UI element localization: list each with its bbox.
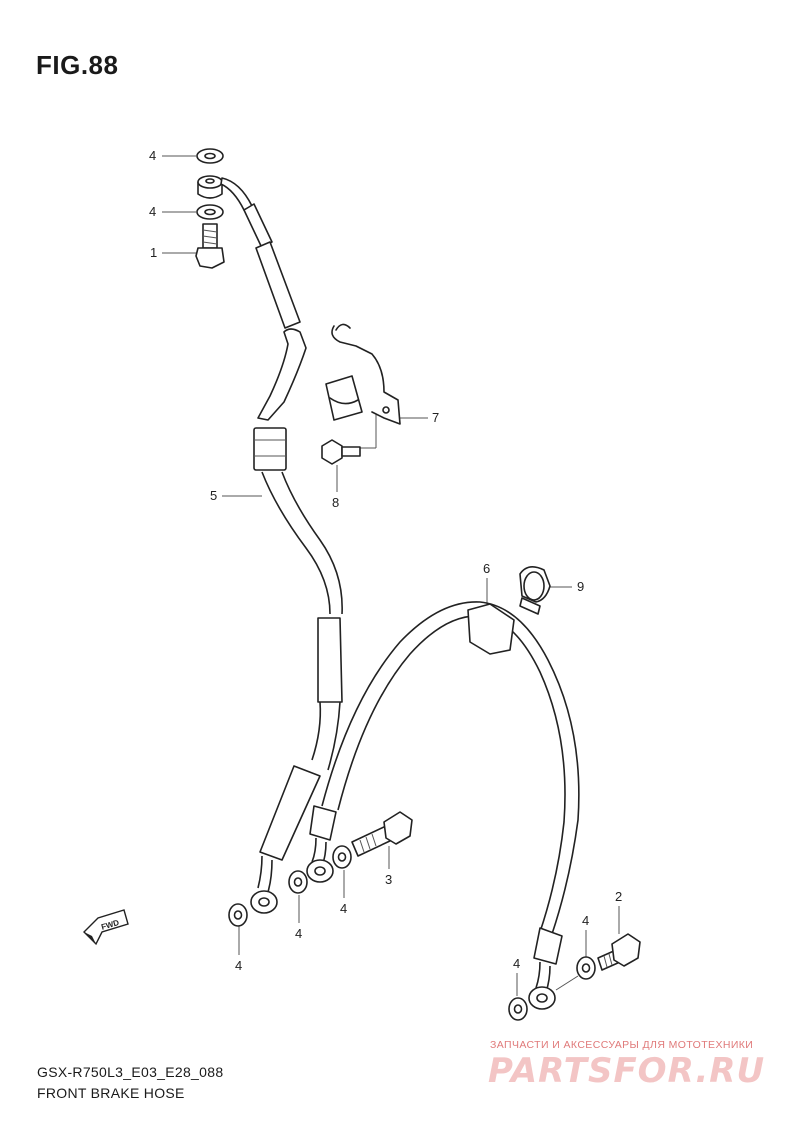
washer-right-a-part[interactable]: [576, 956, 596, 980]
banjo-bolt-right-part[interactable]: [597, 933, 641, 971]
callout-label: 8: [332, 495, 339, 510]
callout-upper-hose[interactable]: 5: [210, 488, 262, 503]
washer-left-a-part[interactable]: [332, 845, 352, 869]
callout-washer-right-a[interactable]: 4: [582, 913, 589, 958]
banjo-fitting-mid[interactable]: [306, 859, 334, 883]
watermark-logo: PARTSFOR.RU: [488, 1051, 766, 1091]
washer-left-c-part[interactable]: [228, 903, 248, 927]
callout-label: 1: [150, 245, 157, 260]
callout-label: 4: [340, 901, 347, 916]
banjo-fitting-right[interactable]: [528, 986, 556, 1010]
callout-label: 4: [513, 956, 520, 971]
callout-label: 4: [235, 958, 242, 973]
fwd-arrow-icon: FWD: [83, 909, 129, 946]
callout-bracket-bolt[interactable]: 8: [332, 465, 339, 510]
watermark-caption: ЗАПЧАСТИ И АКСЕССУАРЫ ДЛЯ МОТОТЕХНИКИ: [490, 1039, 754, 1051]
bracket-bolt-part[interactable]: [321, 439, 361, 465]
callout-banjo-bolt-top[interactable]: 1: [150, 245, 196, 260]
callout-washer-left-b[interactable]: 4: [295, 895, 302, 941]
callout-banjo-bolt-right[interactable]: 2: [615, 889, 622, 934]
union-bolt-left-part[interactable]: [351, 811, 413, 857]
callout-label: 7: [432, 410, 439, 425]
callout-label: 9: [577, 579, 584, 594]
washer-top-part[interactable]: [196, 148, 224, 164]
clamp-part[interactable]: [519, 566, 551, 615]
callout-washer-left-a[interactable]: 4: [340, 870, 347, 916]
callout-washer-mid[interactable]: 4: [149, 204, 196, 219]
callout-clamp[interactable]: 9: [550, 579, 584, 594]
callout-label: 4: [295, 926, 302, 941]
callout-label: 4: [149, 204, 156, 219]
banjo-fitting-left[interactable]: [250, 890, 278, 914]
callout-label: 4: [582, 913, 589, 928]
figure-name: FRONT BRAKE HOSE: [37, 1085, 185, 1101]
callout-bracket[interactable]: 7: [360, 410, 439, 449]
upper-hose-part[interactable]: [243, 203, 343, 893]
callout-label: 3: [385, 872, 392, 887]
callout-washer-right-b[interactable]: 4: [513, 956, 520, 996]
figure-title: FIG.88: [36, 50, 119, 80]
model-code: GSX-R750L3_E03_E28_088: [37, 1064, 224, 1080]
callout-label: 2: [615, 889, 622, 904]
washer-right-b-part[interactable]: [508, 997, 528, 1021]
callout-label: 6: [483, 561, 490, 576]
callout-union-bolt-left[interactable]: 3: [385, 846, 392, 887]
washer-left-b-part[interactable]: [288, 870, 308, 894]
banjo-bolt-top-part[interactable]: [195, 223, 225, 269]
callout-label: 4: [149, 148, 156, 163]
callout-washer-top[interactable]: 4: [149, 148, 196, 163]
bracket-part[interactable]: [325, 323, 401, 425]
callout-label: 5: [210, 488, 217, 503]
callout-washer-left-c[interactable]: 4: [235, 926, 242, 973]
washer-mid-part[interactable]: [196, 204, 224, 220]
lower-hose-part[interactable]: [309, 601, 580, 993]
callout-lower-hose[interactable]: 6: [483, 561, 490, 608]
